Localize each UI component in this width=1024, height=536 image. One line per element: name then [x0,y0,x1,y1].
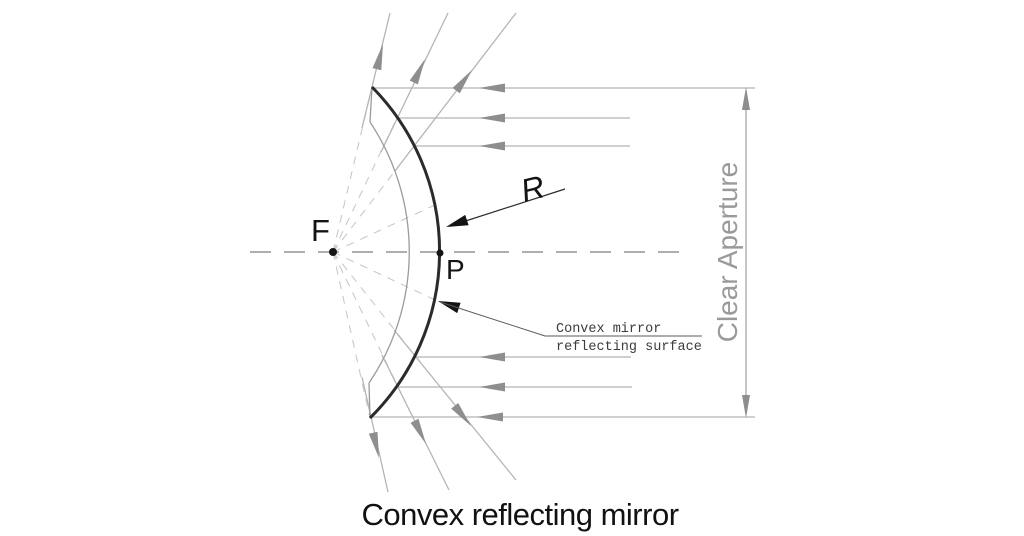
virtual-ray [332,251,436,301]
up-arrow-icon [372,44,383,71]
left-arrow-icon [479,352,505,362]
vertex-point-dot [436,249,444,257]
incident-rays [370,83,755,422]
vertex-point: P [436,249,465,285]
diagram-title: Convex reflecting mirror [361,497,678,532]
left-arrow-icon [479,141,505,151]
radius-leader-line [449,188,566,227]
surface-note: Convex mirror reflecting surface [438,301,702,355]
left-arrow-icon [477,412,503,422]
virtual-ray [332,204,436,253]
clear-aperture-dimension: Clear Aperture [712,87,750,418]
down-arrow-icon [451,403,471,426]
note-leader-line [439,301,702,337]
left-arrow-icon [479,113,505,123]
mirror-back-surface [368,86,410,419]
up-arrow-icon [409,59,425,85]
surface-note-line2: reflecting surface [556,340,702,355]
up-arrow-icon [452,70,472,94]
left-arrow-icon [479,83,505,93]
focal-point-label: F [311,213,330,248]
reflected-rays [361,12,517,493]
focal-point: F [311,213,337,256]
reflected-ray [393,329,517,481]
arrowhead-icon [446,214,469,227]
arrowhead-icon [438,301,461,314]
vertex-point-label: P [446,254,465,285]
surface-note-line1: Convex mirror [556,322,661,337]
down-arrow-icon [410,418,426,444]
virtual-ray-extensions [332,86,436,419]
left-arrow-icon [479,382,505,392]
virtual-ray [332,251,371,419]
radius-annotation: R [446,168,566,227]
clear-aperture-label: Clear Aperture [712,162,743,343]
up-arrow-icon [742,87,750,110]
reflected-ray [361,12,391,129]
down-arrow-icon [742,395,750,418]
focal-point-dot [329,248,337,256]
down-arrow-icon [368,431,379,458]
